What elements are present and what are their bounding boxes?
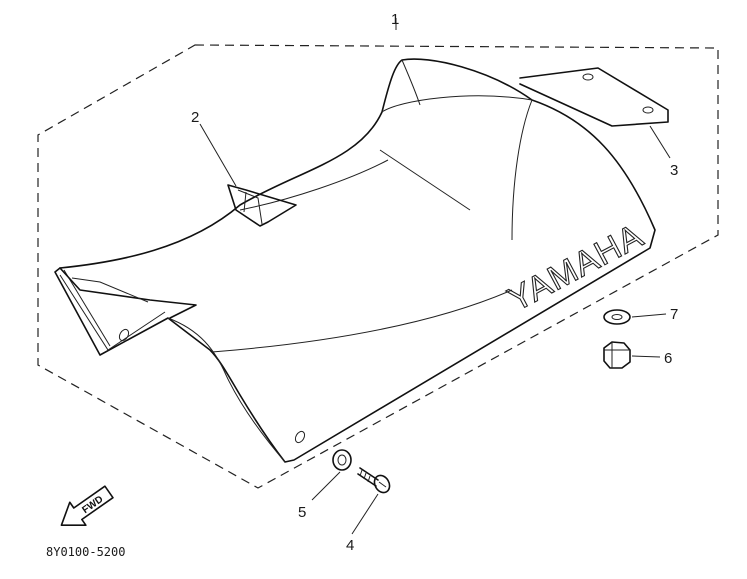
leader-4 — [351, 493, 379, 535]
seat — [54, 58, 656, 463]
brand-lettering: YAMAHA — [502, 216, 650, 319]
callout-1: 1 — [391, 11, 399, 28]
callout-3: 3 — [670, 162, 678, 179]
part-code: 8Y0100-5200 — [46, 545, 125, 559]
svg-text:FWD: FWD — [80, 494, 105, 516]
rear-bracket — [519, 67, 669, 127]
callout-5: 5 — [298, 504, 306, 521]
callout-4: 4 — [346, 537, 354, 554]
washer-bottom — [332, 449, 352, 471]
washer-top — [603, 309, 631, 325]
leader-3 — [649, 125, 671, 159]
callout-2: 2 — [191, 109, 199, 126]
bolt — [357, 467, 391, 494]
leader-5 — [311, 471, 341, 501]
callout-7: 7 — [670, 306, 678, 323]
seat-strap — [227, 184, 297, 227]
nut — [603, 341, 631, 369]
leader-7 — [631, 313, 667, 318]
forward-arrow-icon: FWD — [60, 485, 114, 527]
callout-6: 6 — [664, 350, 672, 367]
assembly-boundary — [37, 44, 719, 489]
leader-2 — [199, 123, 237, 187]
leader-6 — [631, 355, 661, 358]
